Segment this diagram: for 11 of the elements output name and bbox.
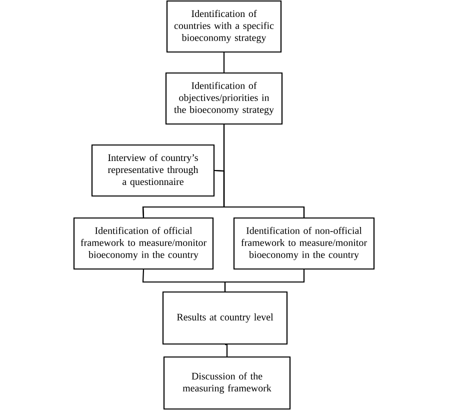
process-box: Discussion of the measuring framework — [163, 356, 291, 410]
process-box: Identification of non-official framework to measure/monitor bioeconomy in the country — [233, 217, 375, 270]
connector-line — [225, 344, 228, 356]
process-box: Interview of country’s representative through a questionnaire — [91, 144, 215, 197]
process-box: Identification of countries with a specific bioeconomy strategy — [166, 0, 282, 53]
process-box: Identification of official framework to measure/monitor bioeconomy in the country — [73, 217, 214, 270]
connector-line — [224, 270, 305, 292]
connector-line — [223, 52, 225, 72]
process-box: Identification of objectives/priorities in the bioeconomy strategy — [165, 72, 283, 125]
connector-line — [214, 170, 305, 218]
process-box: Results at country level — [162, 291, 288, 345]
